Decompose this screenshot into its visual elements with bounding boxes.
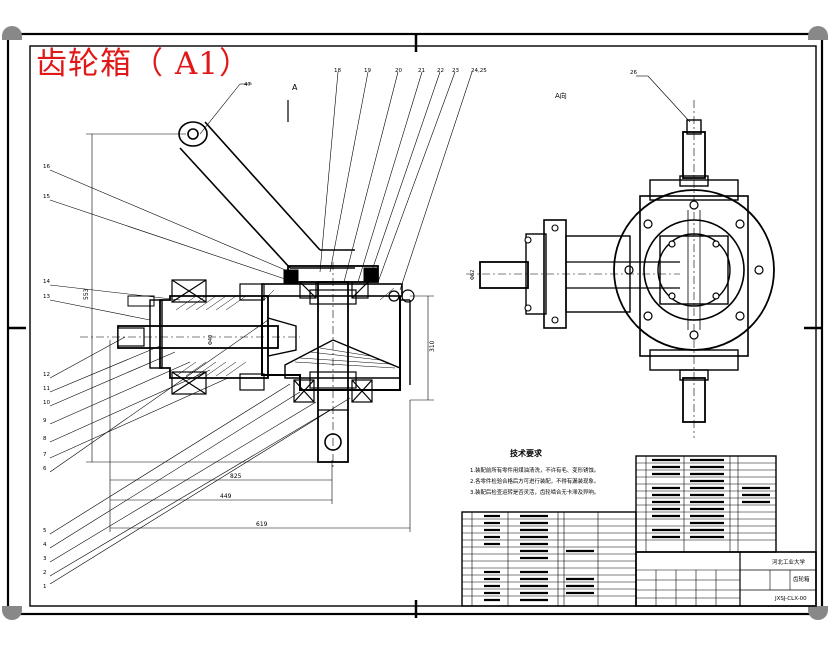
callout-12: 12 bbox=[43, 372, 50, 378]
parts-list-left bbox=[461, 511, 637, 607]
callout-26: 26 bbox=[630, 70, 637, 76]
callout-1: 1 bbox=[43, 584, 47, 590]
callout-15: 15 bbox=[43, 194, 50, 200]
dim-height-total: 553 bbox=[83, 288, 90, 300]
callout-4: 4 bbox=[43, 542, 47, 548]
section-label-a: A bbox=[292, 83, 298, 92]
callout-13: 13 bbox=[43, 294, 50, 300]
callout-2: 2 bbox=[43, 570, 47, 576]
dim-shaft-diameter: Φ40 bbox=[208, 335, 214, 345]
dimension-lines bbox=[86, 133, 434, 532]
centering-marks bbox=[8, 34, 822, 618]
callout-23: 23 bbox=[452, 68, 459, 74]
callout-5: 5 bbox=[43, 528, 47, 534]
callout-7: 7 bbox=[43, 452, 47, 458]
dim-height-right: 310 bbox=[429, 340, 436, 352]
inner-frame bbox=[29, 45, 817, 607]
title-block-school: 河北工业大学 bbox=[772, 558, 806, 566]
callout-16: 16 bbox=[43, 164, 50, 170]
parts-list-right bbox=[635, 455, 777, 553]
tech-requirement-2: 2.各零件检验合格后方可进行装配，不得有漏装现象。 bbox=[470, 477, 599, 485]
tech-requirement-1: 1.装配前所有零件用煤油清洗，不许有毛、变形锈蚀。 bbox=[470, 466, 599, 474]
tech-requirement-3: 3.装配后检查运转是否灵活，齿轮啮合无卡滞及异响。 bbox=[470, 488, 599, 496]
callout-11: 11 bbox=[43, 386, 50, 392]
dim-width-1: 825 bbox=[230, 473, 242, 480]
title-block-drawing-name: 齿轮箱 bbox=[793, 575, 810, 583]
view-label-a-direction: A向 bbox=[555, 91, 567, 100]
dim-width-3: 619 bbox=[256, 521, 268, 528]
callout-20: 20 bbox=[395, 68, 402, 74]
tech-requirements-heading: 技术要求 bbox=[510, 448, 543, 458]
drawing-title: 齿轮箱（ A1） bbox=[36, 46, 251, 82]
leader-lines bbox=[49, 71, 691, 585]
callout-21: 21 bbox=[418, 68, 425, 74]
callout-18: 18 bbox=[334, 68, 341, 74]
callout-8: 8 bbox=[43, 436, 47, 442]
dim-width-2: 449 bbox=[220, 493, 232, 500]
callout-14: 14 bbox=[43, 279, 50, 285]
callout-10: 10 bbox=[43, 400, 50, 406]
section-view bbox=[80, 100, 415, 470]
callout-22: 22 bbox=[437, 68, 444, 74]
callout-24-25: 24,25 bbox=[471, 68, 487, 74]
callout-3: 3 bbox=[43, 556, 47, 562]
callout-47: 47 bbox=[244, 82, 251, 88]
callout-19: 19 bbox=[364, 68, 371, 74]
side-view bbox=[466, 100, 775, 438]
corner-marks bbox=[2, 26, 828, 620]
dim-right-diameter: Φ62 bbox=[470, 270, 476, 280]
title-block-drawing-number: JXSJ-CLX-00 bbox=[774, 596, 807, 602]
callout-6: 6 bbox=[43, 466, 47, 472]
title-block bbox=[635, 551, 817, 607]
callout-9: 9 bbox=[43, 418, 47, 424]
